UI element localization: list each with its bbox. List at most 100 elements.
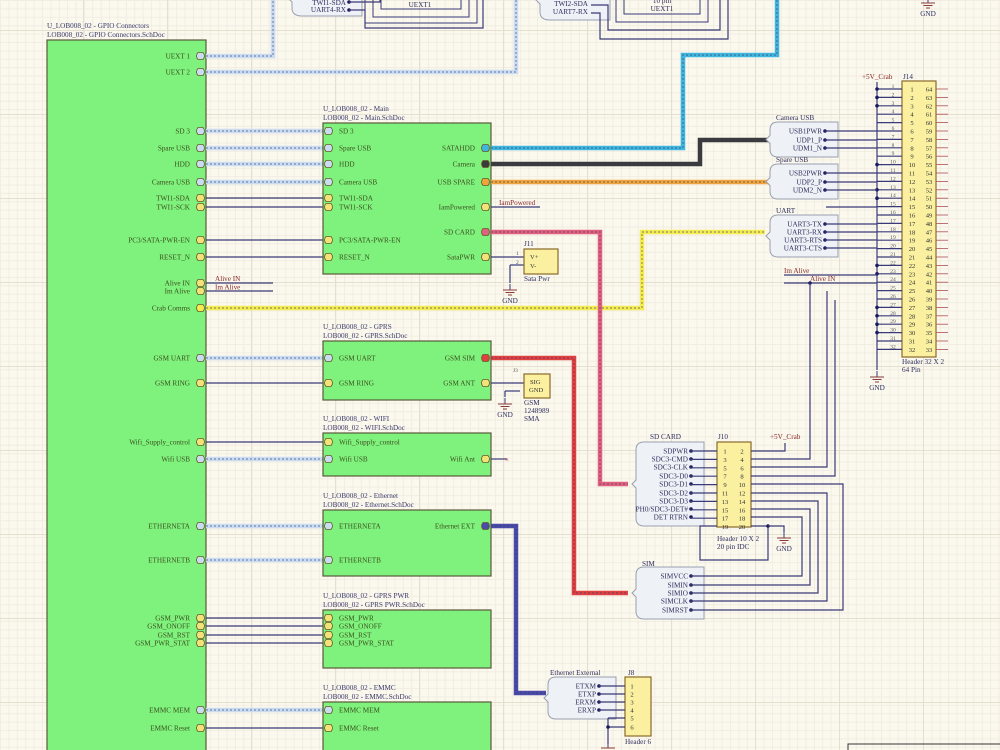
gpio-port[interactable]	[196, 52, 205, 60]
wire[interactable]	[699, 525, 769, 561]
harness-connector[interactable]	[765, 163, 839, 200]
sheet-entry-port[interactable]	[481, 522, 490, 530]
gpio-port[interactable]	[196, 455, 205, 463]
sheet-entry-port[interactable]	[481, 253, 490, 261]
gpio-port[interactable]	[196, 304, 205, 312]
gpio-port[interactable]	[196, 706, 205, 714]
wire[interactable]	[690, 483, 844, 611]
sheet-symbol-gprs[interactable]	[322, 340, 492, 401]
sheet-body[interactable]	[322, 509, 492, 577]
wire[interactable]	[690, 492, 828, 602]
gpio-port[interactable]	[196, 287, 205, 295]
sheet-entry-port[interactable]	[324, 622, 333, 630]
sheet-body[interactable]	[322, 609, 492, 669]
wire[interactable]	[349, 0, 484, 29]
gpio-port[interactable]	[196, 522, 205, 530]
harness-connector[interactable]	[765, 214, 839, 258]
gpio-port[interactable]	[196, 639, 205, 647]
gpio-port[interactable]	[196, 622, 205, 630]
sheet-entry-port[interactable]	[324, 522, 333, 530]
j14-header[interactable]	[901, 80, 937, 358]
sheet-entry-port[interactable]	[324, 556, 333, 564]
sheet-entry-port[interactable]	[324, 724, 333, 732]
wire[interactable]	[768, 525, 785, 532]
gpio-port[interactable]	[196, 279, 205, 287]
sheet-entry-port[interactable]	[481, 178, 490, 186]
sheet-entry-port[interactable]	[324, 178, 333, 186]
sheet-entry-port[interactable]	[324, 706, 333, 714]
sheet-symbol-gprs_pwr[interactable]	[322, 609, 492, 669]
sheet-entry-port[interactable]	[324, 631, 333, 639]
j11-connector[interactable]	[523, 248, 559, 275]
gpio-port[interactable]	[196, 203, 205, 211]
j3-connector[interactable]	[523, 373, 551, 399]
gpio-port[interactable]	[196, 144, 205, 152]
gpio-port[interactable]	[196, 68, 205, 76]
gpio-port[interactable]	[196, 127, 205, 135]
harness-connector[interactable]	[765, 121, 839, 158]
sheet-entry-port[interactable]	[481, 228, 490, 236]
gpio-port[interactable]	[196, 614, 205, 622]
harness-connector[interactable]	[543, 676, 617, 720]
sheet-entry-port[interactable]	[324, 354, 333, 362]
sheet-entry-port[interactable]	[324, 379, 333, 387]
sheet-body[interactable]	[322, 122, 492, 275]
sheet-entry-port[interactable]	[324, 639, 333, 647]
sheet-entry-port[interactable]	[324, 455, 333, 463]
gpio-port[interactable]	[196, 379, 205, 387]
sheet-symbol-wifi[interactable]	[322, 432, 492, 477]
sheet-entry-port[interactable]	[324, 160, 333, 168]
sd-card-bus[interactable]	[491, 229, 628, 487]
sheet-body[interactable]	[322, 701, 492, 750]
wire[interactable]	[690, 500, 819, 594]
gpio-port[interactable]	[196, 724, 205, 732]
gpio-port[interactable]	[196, 556, 205, 564]
sheet-entry-port[interactable]	[324, 614, 333, 622]
sheet-symbol-gpio[interactable]	[46, 39, 207, 750]
sheet-entry-port[interactable]	[481, 203, 490, 211]
sheet-entry-port[interactable]	[324, 438, 333, 446]
wire[interactable]	[751, 443, 786, 452]
wire[interactable]	[690, 508, 811, 586]
gpio-port[interactable]	[196, 194, 205, 202]
wire[interactable]	[591, 0, 729, 40]
wire[interactable]	[751, 283, 811, 460]
harness-connector[interactable]	[631, 566, 705, 620]
ethernet-ext-bus[interactable]	[491, 523, 546, 696]
wire[interactable]	[690, 516, 803, 577]
sheet-body[interactable]	[322, 340, 492, 401]
sheet-entry-port[interactable]	[481, 144, 490, 152]
gpio-port[interactable]	[196, 236, 205, 244]
wire[interactable]	[751, 291, 828, 468]
gpio-port[interactable]	[196, 178, 205, 186]
camera-bus[interactable]	[491, 137, 775, 167]
gsm-sim-bus[interactable]	[491, 355, 628, 596]
sheet-entry-port[interactable]	[324, 127, 333, 135]
sheet-entry-port[interactable]	[324, 144, 333, 152]
gpio-port[interactable]	[196, 631, 205, 639]
gpio-port[interactable]	[196, 160, 205, 168]
crab-comms-bus[interactable]	[206, 229, 765, 311]
sheet-body[interactable]	[322, 432, 492, 477]
wire[interactable]	[591, 0, 721, 31]
gpio-port[interactable]	[196, 354, 205, 362]
uext1-bus[interactable]	[206, 0, 276, 59]
sheet-entry-port[interactable]	[481, 354, 490, 362]
wire[interactable]	[349, 0, 381, 3]
wire[interactable]	[751, 300, 836, 477]
sheet-entry-port[interactable]	[481, 379, 490, 387]
harness-connector[interactable]	[631, 441, 705, 527]
sheet-entry-port[interactable]	[324, 236, 333, 244]
gpio-port[interactable]	[196, 438, 205, 446]
sheet-entry-port[interactable]	[324, 203, 333, 211]
sheet-symbol-emmc[interactable]	[322, 701, 492, 750]
sheet-symbol-ethernet[interactable]	[322, 509, 492, 577]
sata-hdd-bus[interactable]	[491, 0, 780, 151]
sheet-entry-port[interactable]	[324, 253, 333, 261]
sheet-entry-port[interactable]	[324, 194, 333, 202]
sheet-entry-port[interactable]	[481, 455, 490, 463]
sheet-symbol-main[interactable]	[322, 122, 492, 275]
harness-connector[interactable]	[288, 0, 363, 17]
gpio-port[interactable]	[196, 253, 205, 261]
